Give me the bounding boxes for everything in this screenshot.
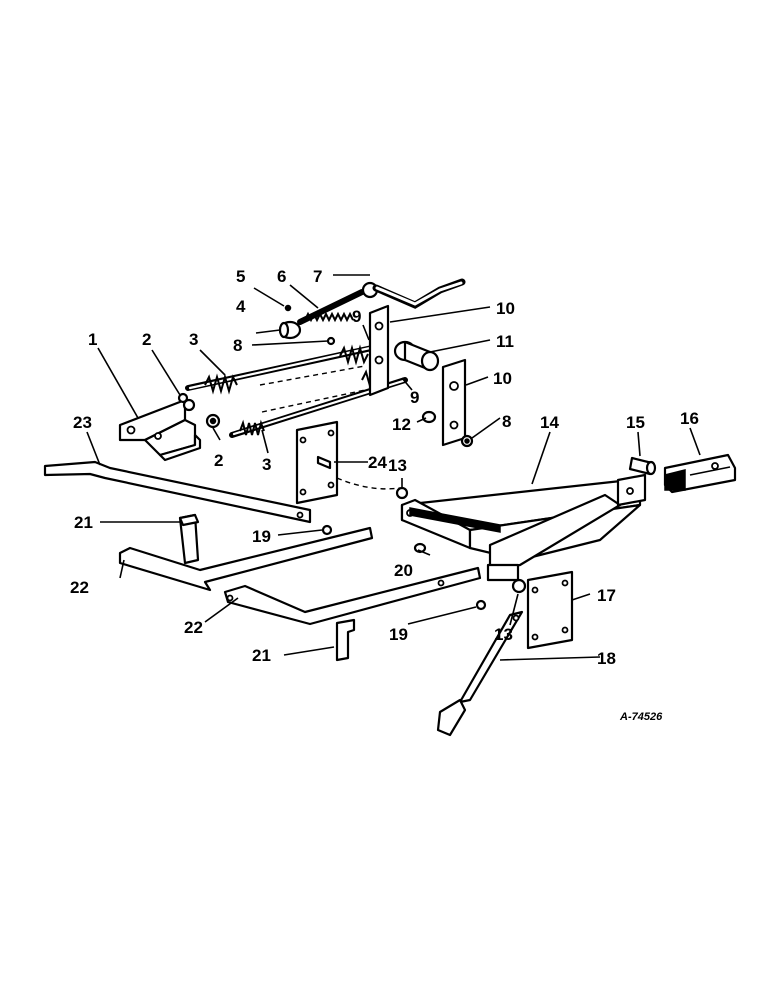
callout-12: 12 bbox=[392, 415, 411, 434]
part-11-pin bbox=[393, 340, 440, 372]
callout-22-lower: 22 bbox=[184, 618, 203, 637]
part-19-nut-lower bbox=[475, 599, 487, 611]
callout-1: 1 bbox=[88, 330, 97, 349]
callout-20: 20 bbox=[394, 561, 413, 580]
callout-5: 5 bbox=[236, 267, 245, 286]
part-7-crank-handle bbox=[361, 278, 466, 309]
callout-15: 15 bbox=[626, 413, 645, 432]
plate-alignment-dash bbox=[336, 477, 401, 490]
callout-3-upper: 3 bbox=[189, 330, 198, 349]
callout-13-lower: 13 bbox=[494, 625, 513, 644]
part-6-threaded-screw bbox=[297, 289, 365, 325]
callout-17: 17 bbox=[597, 586, 616, 605]
callout-19-upper: 19 bbox=[252, 527, 271, 546]
part-13-nut-upper bbox=[395, 486, 409, 500]
callout-22-upper: 22 bbox=[70, 578, 89, 597]
part-22-bar-upper bbox=[118, 526, 374, 592]
part-22-bar-lower bbox=[223, 566, 482, 626]
callout-21-lower: 21 bbox=[252, 646, 271, 665]
part-8-nut-upper bbox=[326, 336, 336, 346]
part-14-frame bbox=[400, 473, 647, 582]
callout-18: 18 bbox=[597, 649, 616, 668]
rod-alignment-dashes bbox=[259, 365, 366, 413]
part-16-clevis bbox=[663, 453, 737, 494]
callout-24: 24 bbox=[368, 453, 387, 472]
part-1-bracket bbox=[118, 398, 202, 462]
callout-10-lower: 10 bbox=[493, 369, 512, 388]
part-2-nut-upper bbox=[177, 392, 196, 412]
part-21-bracket-lower bbox=[335, 618, 356, 662]
callout-13-upper: 13 bbox=[388, 456, 407, 475]
callout-7: 7 bbox=[313, 267, 322, 286]
callout-9-upper: 9 bbox=[352, 307, 361, 326]
part-21-bracket-upper bbox=[178, 513, 200, 565]
part-17-plate bbox=[526, 570, 574, 650]
part-5-pin bbox=[284, 304, 292, 312]
part-19-nut-upper bbox=[321, 524, 333, 536]
part-13-nut-lower bbox=[511, 578, 527, 594]
part-8-nut-lower bbox=[460, 434, 474, 448]
callout-21-upper: 21 bbox=[74, 513, 93, 532]
callout-3-lower: 3 bbox=[262, 455, 271, 474]
part-2-nut-lower bbox=[205, 413, 221, 429]
callout-2-lower: 2 bbox=[214, 451, 223, 470]
reference-code: A-74526 bbox=[619, 711, 663, 723]
part-10-plate-upper bbox=[368, 304, 390, 397]
callout-4: 4 bbox=[236, 297, 246, 316]
callout-14: 14 bbox=[540, 413, 559, 432]
part-10-plate-lower bbox=[441, 358, 467, 447]
callout-2-upper: 2 bbox=[142, 330, 151, 349]
callout-11: 11 bbox=[496, 332, 514, 351]
callout-19-lower: 19 bbox=[389, 625, 408, 644]
callout-8-lower: 8 bbox=[502, 412, 511, 431]
leader-lines bbox=[86, 274, 701, 661]
callout-16: 16 bbox=[680, 409, 699, 428]
callout-6: 6 bbox=[277, 267, 286, 286]
callout-labels: 1 2 3 2 3 4 5 6 7 8 9 10 11 9 10 12 8 24… bbox=[70, 267, 699, 668]
part-3-rod-upper bbox=[185, 344, 375, 395]
part-18-brace-arm bbox=[436, 610, 524, 737]
callout-8-upper: 8 bbox=[233, 336, 242, 355]
part-24-plate bbox=[295, 420, 339, 505]
callout-10-upper: 10 bbox=[496, 299, 515, 318]
callout-23: 23 bbox=[73, 413, 92, 432]
part-20-bolt bbox=[413, 542, 427, 554]
part-4-bushing bbox=[278, 320, 302, 340]
callout-9-lower: 9 bbox=[410, 388, 419, 407]
part-15-pin bbox=[628, 456, 657, 476]
part-12-bushing bbox=[421, 410, 437, 424]
